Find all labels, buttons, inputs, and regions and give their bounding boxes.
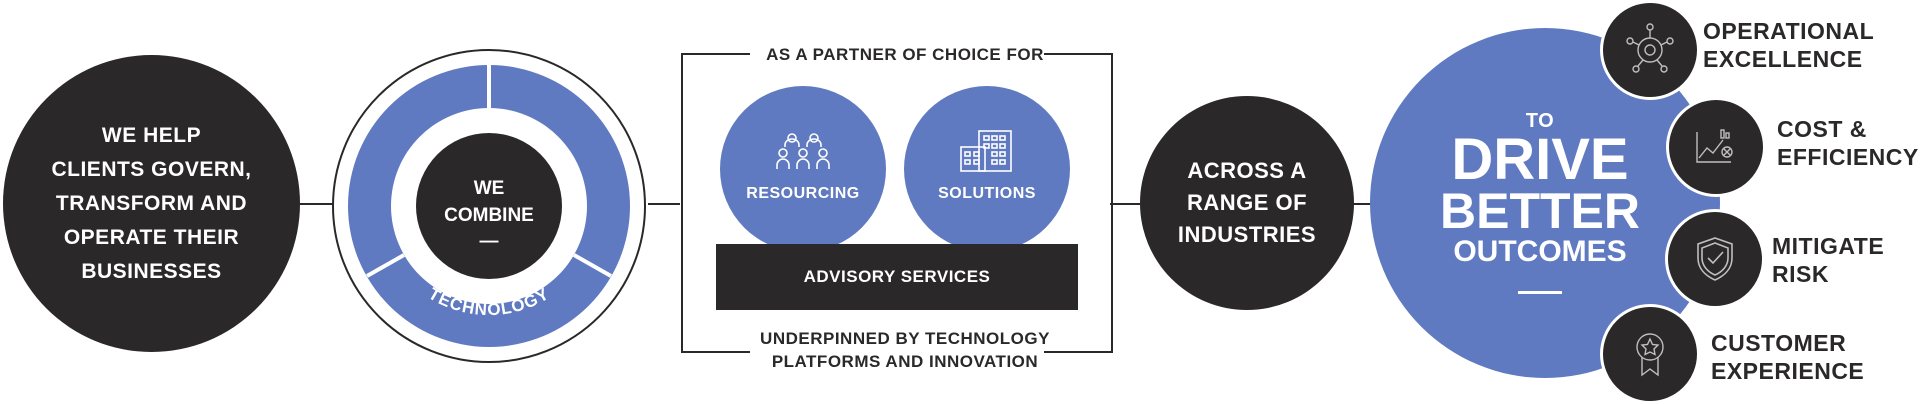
industries-circle: ACROSS A RANGE OF INDUSTRIES <box>1140 96 1354 310</box>
outcome-line: MITIGATE <box>1772 233 1885 259</box>
cost-chart-icon <box>1696 129 1733 163</box>
connector-line-2 <box>648 203 680 205</box>
segment-divider-left <box>366 253 405 278</box>
resourcing-circle: RESOURCING <box>720 86 886 252</box>
connector-line-3 <box>1110 203 1140 205</box>
outcome-line: COST & <box>1777 116 1867 142</box>
cost-efficiency-label: COST & EFFICIENCY <box>1777 115 1919 171</box>
outcomes-text: TO DRIVE BETTER OUTCOMES <box>1440 109 1640 294</box>
partner-bottom-label: UNDERPINNED BY TECHNOLOGY PLATFORMS AND … <box>740 327 1070 373</box>
operational-excellence-icon-circle <box>1600 0 1700 100</box>
outcomes-label: OUTCOMES <box>1453 234 1627 268</box>
we-help-line: WE HELP <box>101 123 202 147</box>
we-help-line: CLIENTS GOVERN, <box>51 157 252 181</box>
outcome-line: EXPERIENCE <box>1711 358 1865 384</box>
industries-line: RANGE OF <box>1186 190 1308 215</box>
advisory-services-bar: ADVISORY SERVICES <box>716 244 1078 310</box>
connector-line-1 <box>300 203 336 205</box>
solutions-circle: SOLUTIONS <box>904 86 1070 252</box>
partner-bracket <box>681 53 1113 353</box>
we-combine-center <box>416 133 562 279</box>
outcomes-dash <box>1518 290 1562 294</box>
resourcing-label: RESOURCING <box>746 185 860 202</box>
network-gear-icon <box>1626 23 1674 73</box>
we-help-line: BUSINESSES <box>81 259 222 283</box>
mitigate-risk-icon-circle <box>1665 209 1765 309</box>
cost-efficiency-icon-circle <box>1666 97 1766 197</box>
we-combine-dash: — <box>480 231 499 252</box>
underpinned-line-1: UNDERPINNED BY TECHNOLOGY <box>760 329 1050 348</box>
we-combine-line-1: WE <box>474 178 505 199</box>
outcome-line: EXCELLENCE <box>1703 46 1863 72</box>
industries-line: INDUSTRIES <box>1177 222 1317 247</box>
outcome-line: RISK <box>1772 261 1829 287</box>
better-label: BETTER <box>1440 182 1640 239</box>
outcome-line: OPERATIONAL <box>1703 18 1875 44</box>
mitigate-risk-label: MITIGATE RISK <box>1772 232 1884 288</box>
to-label: TO <box>1525 109 1555 132</box>
we-help-circle: WE HELP CLIENTS GOVERN, TRANSFORM AND OP… <box>3 55 300 352</box>
industries-line: ACROSS A <box>1187 158 1307 183</box>
award-star-icon <box>1636 333 1664 377</box>
partner-top-label: AS A PARTNER OF CHOICE FOR <box>766 45 1044 64</box>
we-help-line: OPERATE THEIR <box>63 225 240 249</box>
segment-divider-right <box>573 253 612 278</box>
industries-text: ACROSS A RANGE OF INDUSTRIES <box>1178 155 1316 251</box>
customer-experience-icon-circle <box>1600 304 1700 404</box>
people-group-icon <box>776 133 830 169</box>
solutions-label: SOLUTIONS <box>938 185 1036 202</box>
operational-excellence-label: OPERATIONAL EXCELLENCE <box>1703 17 1874 73</box>
we-help-line: TRANSFORM AND <box>55 191 248 215</box>
shield-check-icon <box>1697 237 1733 281</box>
we-combine-line-2: COMBINE <box>444 205 534 226</box>
connector-line-4 <box>1352 203 1370 205</box>
combine-ring-diagram: PEOPLE PROCESS TECHNOLOGY WE COMBINE — <box>332 49 646 363</box>
buildings-icon <box>960 130 1012 172</box>
outcome-line: CUSTOMER <box>1711 330 1847 356</box>
advisory-services-label: ADVISORY SERVICES <box>803 267 991 286</box>
outcome-line: EFFICIENCY <box>1777 144 1919 170</box>
drive-label: DRIVE <box>1451 126 1629 192</box>
underpinned-line-2: PLATFORMS AND INNOVATION <box>771 352 1039 371</box>
we-help-text: WE HELP CLIENTS GOVERN, TRANSFORM AND OP… <box>51 119 251 289</box>
customer-experience-label: CUSTOMER EXPERIENCE <box>1711 329 1864 385</box>
